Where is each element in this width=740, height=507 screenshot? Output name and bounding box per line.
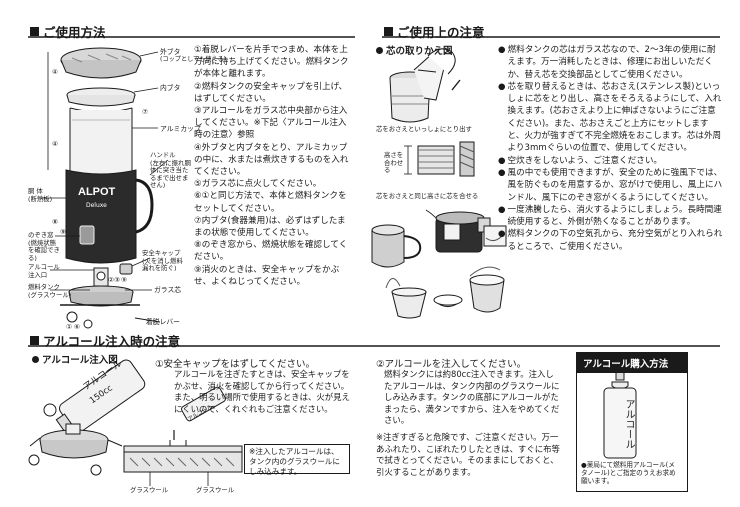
usage-step: ⑨消火のときは、安全キャップをかぶせ、よくねじってください。: [194, 264, 340, 287]
wick-caption-1: 芯をおさえといっしょにとり出す: [376, 125, 472, 133]
usage-step: ②燃料タンクの安全キャップを引上げ、はずしてください。: [194, 81, 348, 104]
wick-diagram-title: 芯の取りかえ図: [376, 43, 453, 57]
num-mark: ⑦: [142, 108, 149, 116]
alcohol-step1-body: アルコールを注ぎたすときは、安全キャップをかぶせ、消火を確認してから行ってくださ…: [174, 369, 350, 414]
caution-note: ●空炊きをしないよう、ご注意ください。: [498, 155, 663, 166]
wick-diagram: [389, 48, 475, 177]
label-safety-cap: 安全キャップ (火を消し燃料漏れを防ぐ): [142, 249, 183, 273]
num-mark: ⑧: [52, 218, 59, 226]
num-mark: ④: [52, 140, 59, 148]
caution-note: ●燃料タンクの下の空気孔から、充分空気がとり入れられるところで、ご使用ください。: [498, 229, 723, 252]
alcohol-injection-diagram: [28, 359, 243, 486]
bullet-icon: [32, 355, 39, 363]
caution-note: ●燃料タンクの芯はガラス芯なので、2〜3年の使用に耐えます。万一消耗したときは、…: [498, 45, 716, 80]
num-mark: ②: [108, 276, 115, 284]
purchase-box: アルコール購入方法 アルコール ●薬局にて燃料用アルコール(メタノール)とご指定…: [576, 352, 688, 492]
wick-height-label: 高さを合わせる: [384, 151, 404, 175]
label-handle: ハンドル (左右に振れ胴体に突き当たるまで出せません): [150, 151, 191, 190]
usage-steps: ①着脱レバーを片手でつまめ、本体を上方向に持ち上げてください。燃料タンクが本体と…: [194, 44, 354, 288]
stove-illustration: [60, 47, 161, 329]
square-bullet-icon: [30, 336, 39, 345]
usage-section-title: ご使用方法: [30, 22, 106, 41]
num-mark: ①: [66, 323, 73, 331]
usage-step: ⑦内ブタ(食器兼用)は、必ずはずしたままの状態で使用してください。: [194, 215, 346, 239]
num-mark: ⑨: [60, 228, 67, 236]
label-body: 胴 体 (断熱板): [28, 187, 53, 203]
note-box: ※注入したアルコールは、タンク内のグラスウールにしみ込みます。: [244, 444, 350, 476]
caution-notes: ●燃料タンクの芯はガラス芯なので、2〜3年の使用に耐えます。万一消耗したときは、…: [498, 44, 724, 253]
caution-note: ●一度沸騰したら、消火するようにしましょう。長時間連続使用すると、外側が熱くなる…: [498, 204, 722, 228]
label-release-lever: 着脱レバー: [146, 318, 180, 326]
purchase-note: ●薬局にて燃料用アルコール(メタノール)とご指定のうえお求め願います。: [581, 461, 676, 486]
label-window: のぞき窓 (燃焼状態を確認できる): [28, 231, 60, 262]
bullet-icon: [376, 46, 383, 54]
label-inner-lid: 内ブタ: [160, 84, 181, 92]
cooking-scene: [371, 209, 507, 319]
brand-sub: Deluxe: [86, 202, 107, 209]
square-bullet-icon: [384, 27, 393, 36]
label-outer-lid: 外ブタ (コップとしても使える): [160, 48, 227, 63]
purchase-bottle-label: アルコール: [623, 399, 634, 449]
label-glass-core: ガラス芯: [154, 286, 182, 294]
num-mark: ⑥: [74, 323, 81, 331]
num-mark: ⑨: [121, 276, 128, 284]
glass-wool-label-2: グラスウール: [196, 486, 235, 494]
label-alcohol-inlet: アルコール注入口: [28, 263, 60, 279]
label-aluminum-cup: アルミカップ: [160, 125, 201, 133]
usage-step: ⑤ガラス芯に点火してください。: [194, 179, 322, 190]
usage-step: ④外ブタと内ブタをとり、アルミカップの中に、水または煮炊きするものを入れてくださ…: [194, 142, 349, 178]
caution-section-title: ご使用上の注意: [384, 22, 485, 41]
wick-caption-2: 芯をおさえと同じ高さに芯を合せる: [376, 192, 479, 200]
alcohol-step2-title: ②アルコールを注入してください。: [376, 359, 527, 370]
caution-note: ●芯を取り替えるときは、芯おさえ(ステンレス製)といっしょに芯をとり出し、高さを…: [498, 81, 722, 154]
num-mark: ④: [52, 68, 59, 76]
purchase-bottle: [603, 369, 637, 459]
purchase-title: アルコール購入方法: [577, 353, 687, 373]
usage-step: ③アルコールをガラス芯中央部から注入してください。※下記〈アルコール注入時の注意…: [194, 106, 348, 141]
alcohol-step2-body: 燃料タンクには約80cc注入できます。注入したアルコールは、タンク内部のグラスウ…: [384, 369, 560, 426]
label-fuel-tank: 燃料タンク (グラスウール): [28, 283, 72, 299]
usage-step: ①着脱レバーを片手でつまめ、本体を上方向に持ち上げてください。燃料タンクが本体と…: [194, 45, 349, 80]
square-bullet-icon: [30, 27, 39, 36]
glass-wool-label-1: グラスウール: [130, 486, 169, 494]
usage-step: ⑧のぞき窓から、燃焼状態を確認してください。: [194, 240, 348, 263]
alcohol-section-title: アルコール注入時の注意: [30, 331, 180, 350]
brand-logo: ALPOT: [78, 186, 116, 198]
caution-note: ●風の中でも使用できますが、安全のために強風下では、風を防ぐものを用意するか、窓…: [498, 167, 723, 203]
alcohol-step2-note: ※注ぎすぎると危険です、ご注意ください。万一あふれたり、こぼれたりしたときは、す…: [376, 432, 560, 477]
num-mark: ③: [114, 276, 121, 284]
alcohol-diagram-title: アルコール注入図: [32, 352, 118, 366]
alcohol-step1-title: ①安全キャップをはずしてください。: [155, 359, 315, 370]
usage-step: ⑥①と同じ方法で、本体と燃料タンクをセットしてください。: [194, 191, 347, 214]
